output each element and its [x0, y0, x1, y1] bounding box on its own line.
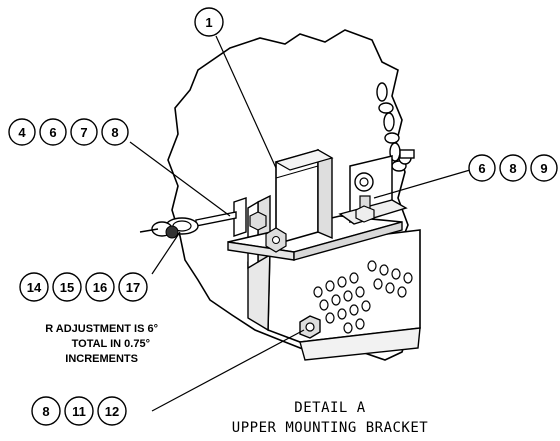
- lower-channel-bracket: [247, 229, 421, 361]
- callout-label: 8: [42, 404, 49, 419]
- callout-8-11-12: 8 11 12: [31, 396, 127, 426]
- callout-label: 7: [80, 125, 87, 140]
- callout-label: 12: [105, 404, 119, 419]
- callout-label: 6: [478, 161, 485, 176]
- adjustment-note: R ADJUSTMENT IS 6° TOTAL IN 0.75° INCREM…: [45, 323, 158, 365]
- turnbuckle-rod: [139, 211, 237, 239]
- upper-angle-bracket: [274, 148, 334, 246]
- callout-label: 6: [49, 125, 56, 140]
- callout-1: 1: [194, 7, 224, 37]
- callout-label: 16: [93, 280, 107, 295]
- vertical-post: [247, 194, 271, 270]
- callout-label: 8: [509, 161, 516, 176]
- note-line-1: R ADJUSTMENT IS 6°: [45, 323, 158, 335]
- callout-label: 8: [111, 125, 118, 140]
- callout-label: 9: [540, 161, 547, 176]
- callout-label: 4: [18, 125, 26, 140]
- callout-label: 15: [60, 280, 74, 295]
- caption-subtitle: UPPER MOUNTING BRACKET: [232, 420, 429, 436]
- callout-4-6-7-8: 4 6 7 8: [8, 118, 129, 146]
- callout-1-label: 1: [205, 15, 212, 30]
- callout-6-8-9: 6 8 9: [468, 154, 558, 182]
- side-bracket: [338, 155, 408, 225]
- chain: [376, 82, 415, 172]
- adjuster-bracket: [233, 197, 287, 253]
- leader-lines: [129, 35, 471, 412]
- callout-label: 14: [27, 280, 42, 295]
- caption-title: DETAIL A: [294, 400, 366, 416]
- detail-caption: DETAIL A UPPER MOUNTING BRACKET: [232, 400, 429, 436]
- callout-label: 17: [126, 280, 140, 295]
- note-line-2: TOTAL IN 0.75°: [72, 338, 150, 350]
- note-line-3: INCREMENTS: [65, 353, 138, 365]
- callout-label: 11: [72, 404, 86, 419]
- callout-14-15-16-17: 14 15 16 17: [19, 272, 148, 302]
